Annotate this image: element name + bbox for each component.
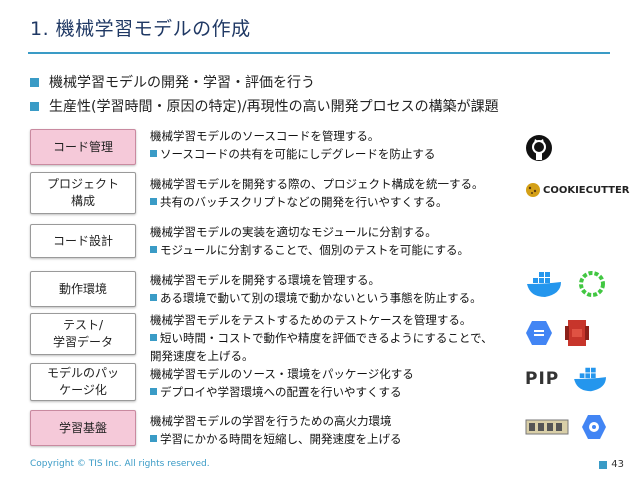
cloud-ml-icon: [582, 415, 606, 439]
row-description: 機械学習モデルをテストするためのテストケースを管理する。 短い時間・コストで動作…: [150, 311, 530, 365]
description-line: 機械学習モデルのソースコードを管理する。: [150, 129, 380, 143]
page-number: 43: [599, 459, 624, 470]
category-label: モデルのパッ ケージ化: [46, 366, 119, 397]
docker-icon: [527, 272, 561, 297]
docker-icon: [574, 367, 607, 392]
row-description: 機械学習モデルの学習を行うための高火力環境 学習にかかる時間を短縮し、開発速度を…: [150, 412, 530, 448]
category-label: テスト/ 学習データ: [52, 318, 113, 349]
description-bullet-line: デプロイや学習環境への配置を行いやすくする: [150, 383, 530, 401]
page-number-text: 43: [611, 459, 624, 470]
cloud-storage-icon: [526, 321, 552, 345]
row-icons: [525, 318, 589, 348]
description-line: 開発速度を上げる。: [150, 349, 254, 363]
category-label: コード設計: [52, 233, 113, 248]
bullet-item: 機械学習モデルの開発・学習・評価を行う: [30, 72, 315, 92]
description-line: 機械学習モデルを開発する環境を管理する。: [150, 273, 380, 287]
description-bullet-line: モジュールに分割することで、個別のテストを可能にする。: [150, 241, 530, 259]
row-icons: COOKIECUTTER: [525, 182, 630, 198]
cookiecutter-logo: COOKIECUTTER: [525, 182, 630, 198]
category-box-model-packaging: モデルのパッ ケージ化: [30, 363, 136, 401]
row-icons: [525, 414, 607, 440]
category-label: プロジェクト 構成: [46, 177, 119, 208]
category-box-runtime-environment: 動作環境: [30, 271, 136, 307]
copyright-footer: Copyright © TIS Inc. All rights reserved…: [30, 459, 210, 469]
category-box-project-structure: プロジェクト 構成: [30, 172, 136, 214]
row-description: 機械学習モデルを開発する際の、プロジェクト構成を統一する。 共有のバッチスクリプ…: [150, 175, 530, 211]
aws-s3-icon: [565, 320, 589, 346]
description-bullet-line: 共有のバッチスクリプトなどの開発を行いやすくする。: [150, 193, 530, 211]
page-number-square-icon: [599, 460, 608, 469]
category-box-code-management: コード管理: [30, 129, 136, 165]
row-description: 機械学習モデルの実装を適切なモジュールに分割する。 モジュールに分割することで、…: [150, 223, 530, 259]
description-line: 機械学習モデルを開発する際の、プロジェクト構成を統一する。: [150, 177, 484, 191]
category-label: 学習基盤: [58, 420, 107, 435]
description-bullet-line: ソースコードの共有を可能にしデグレードを防止する: [150, 145, 530, 163]
row-icons: [525, 134, 553, 162]
pip-logo: PIP: [525, 369, 560, 389]
bullet-text: 生産性(学習時間・原因の特定)/再現性の高い開発プロセスの構築が課題: [49, 99, 499, 115]
row-description: 機械学習モデルのソースコードを管理する。 ソースコードの共有を可能にしデグレード…: [150, 127, 530, 163]
bullet-item: 生産性(学習時間・原因の特定)/再現性の高い開発プロセスの構築が課題: [30, 96, 499, 116]
row-description: 機械学習モデルを開発する環境を管理する。 ある環境で動いて別の環境で動かないとい…: [150, 271, 530, 307]
title-divider: [28, 52, 610, 54]
bullet-text: 機械学習モデルの開発・学習・評価を行う: [49, 75, 315, 91]
category-box-test-training-data: テスト/ 学習データ: [30, 313, 136, 355]
description-line: 機械学習モデルの実装を適切なモジュールに分割する。: [150, 225, 437, 239]
category-label: コード管理: [52, 139, 113, 154]
gpu-server-icon: [525, 419, 569, 435]
bullet-square-icon: [30, 77, 39, 87]
github-icon: [526, 135, 552, 161]
description-bullet-line: ある環境で動いて別の環境で動かないという事態を防止する。: [150, 289, 530, 307]
row-icons: [525, 268, 607, 300]
circleci-icon: [579, 271, 605, 297]
description-bullet-line: 学習にかかる時間を短縮し、開発速度を上げる: [150, 430, 530, 448]
description-line: 機械学習モデルのソース・環境をパッケージ化する: [150, 367, 414, 381]
description-line: 機械学習モデルの学習を行うための高火力環境: [150, 414, 392, 428]
page-title: 1. 機械学習モデルの作成: [30, 18, 251, 40]
bullet-square-icon: [30, 101, 39, 111]
cookie-icon: [526, 183, 540, 197]
category-label: 動作環境: [58, 281, 107, 296]
description-line: 機械学習モデルをテストするためのテストケースを管理する。: [150, 313, 472, 327]
description-bullet-line: 短い時間・コストで動作や精度を評価できるようにすることで、: [150, 329, 530, 347]
category-box-training-platform: 学習基盤: [30, 410, 136, 446]
category-box-code-design: コード設計: [30, 224, 136, 258]
row-description: 機械学習モデルのソース・環境をパッケージ化する デプロイや学習環境への配置を行い…: [150, 365, 530, 401]
cookiecutter-text: COOKIECUTTER: [543, 184, 630, 196]
row-icons: PIP: [525, 364, 611, 394]
